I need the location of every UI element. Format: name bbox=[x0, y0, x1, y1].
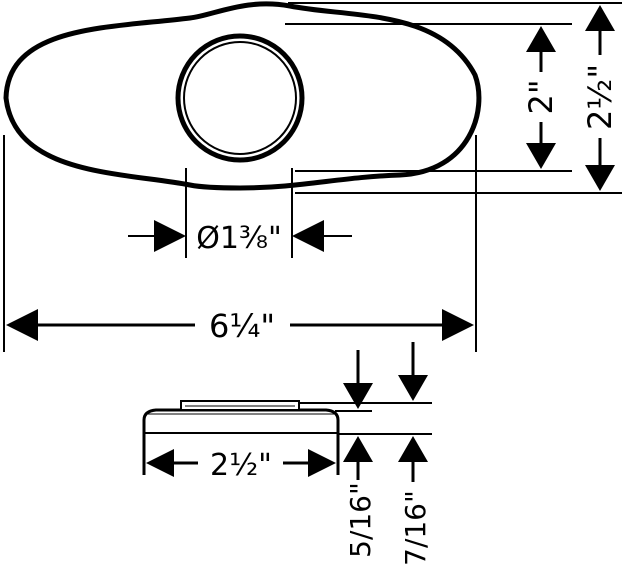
base-arrow-right bbox=[308, 449, 336, 477]
hole-diameter-label: Ø1⅜" bbox=[196, 221, 282, 256]
overall-width-label: 6¼" bbox=[209, 307, 275, 345]
hole-inner-ring bbox=[183, 41, 297, 155]
plate-outline bbox=[3, 1, 482, 191]
thickness-arrow-top bbox=[343, 383, 373, 409]
width-arrow-left bbox=[6, 309, 38, 341]
base-width-label: 2½" bbox=[210, 448, 272, 483]
hole-arrow-left bbox=[154, 220, 186, 252]
waist-arrow-top bbox=[526, 26, 556, 52]
hole-arrow-right bbox=[292, 220, 324, 252]
total-thickness-label: 7/16" bbox=[399, 490, 432, 566]
waist-height-label: 2" bbox=[522, 79, 560, 114]
width-arrow-right bbox=[442, 309, 474, 341]
thickness-arrow-bottom bbox=[343, 436, 373, 462]
height-arrow-bottom bbox=[585, 165, 615, 191]
hole-outer-ring bbox=[175, 33, 305, 163]
waist-arrow-bottom bbox=[526, 143, 556, 169]
base-thickness-label: 5/16" bbox=[344, 482, 377, 558]
total-arrow-bottom bbox=[398, 436, 428, 462]
overall-height-label: 2½" bbox=[581, 64, 619, 130]
total-arrow-top bbox=[398, 375, 428, 401]
height-arrow-top bbox=[585, 5, 615, 31]
base-arrow-left bbox=[146, 449, 174, 477]
